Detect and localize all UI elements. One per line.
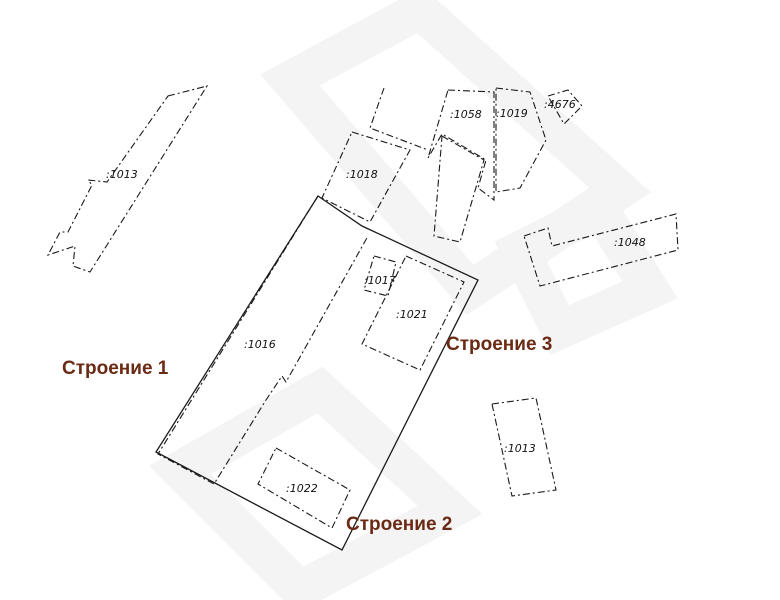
parcel-upper-center bbox=[433, 135, 485, 243]
building-label-2: Строение 2 bbox=[346, 514, 452, 535]
parcel-1058 bbox=[427, 89, 495, 202]
parcel-1016 bbox=[155, 195, 479, 551]
building-label-1: Строение 1 bbox=[62, 358, 169, 379]
parcel-upper-left bbox=[369, 87, 429, 151]
parcel-1018 bbox=[321, 131, 411, 223]
label-1048: :1048 bbox=[614, 236, 646, 249]
label-1017: :1017 bbox=[364, 274, 396, 287]
parcel-1016-inner bbox=[157, 195, 369, 485]
parcel-1013-east bbox=[491, 397, 557, 497]
building-label-3: Строение 3 bbox=[446, 334, 552, 355]
label-1013-east: :1013 bbox=[504, 442, 536, 455]
label-1058: :1058 bbox=[450, 108, 482, 121]
label-1018: :1018 bbox=[346, 168, 378, 181]
label-1013-west: :1013 bbox=[106, 168, 138, 181]
building-1021 bbox=[361, 255, 465, 371]
parcel-1019 bbox=[495, 87, 547, 193]
label-1022: :1022 bbox=[286, 482, 318, 495]
building-1017 bbox=[363, 255, 397, 297]
label-1016: :1016 bbox=[244, 338, 276, 351]
parcel-4676 bbox=[547, 89, 583, 125]
label-1019: :1019 bbox=[496, 107, 528, 120]
parcel-1048 bbox=[523, 213, 679, 287]
building-1022 bbox=[257, 447, 351, 529]
watermark bbox=[148, 0, 678, 600]
label-4676: :4676 bbox=[544, 98, 576, 111]
parcel-1013-west bbox=[46, 85, 209, 273]
label-1021: :1021 bbox=[396, 308, 428, 321]
